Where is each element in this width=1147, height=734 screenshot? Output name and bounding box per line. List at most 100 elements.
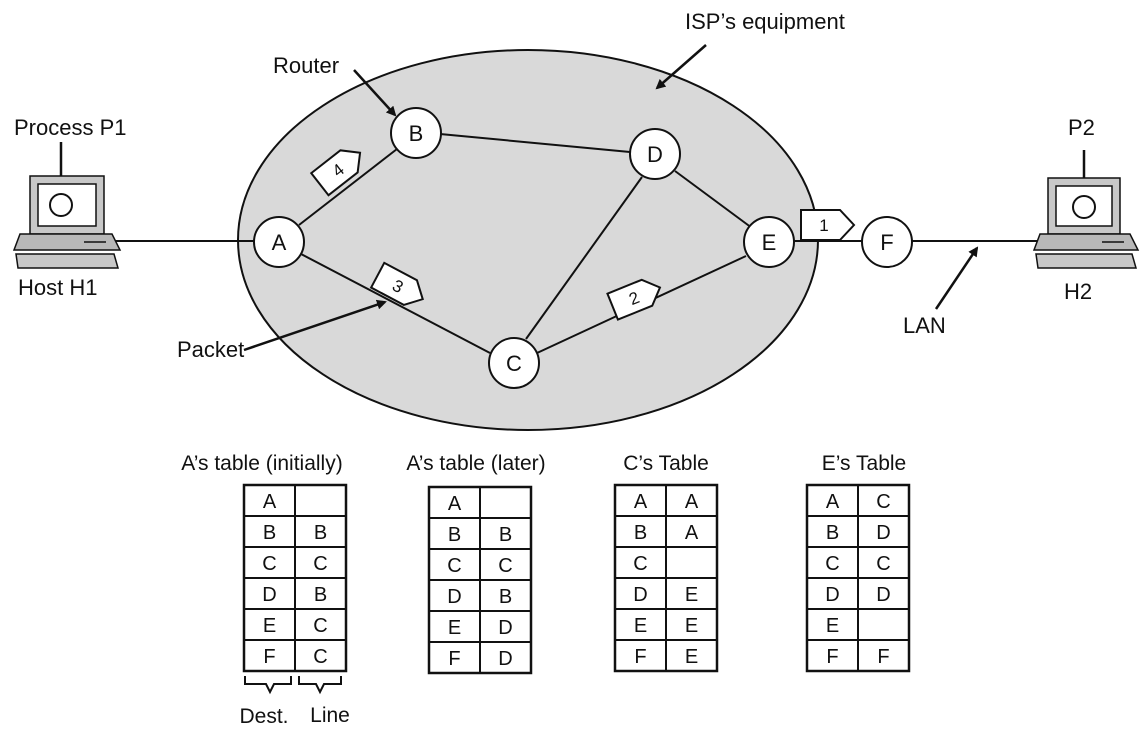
link-b-d bbox=[439, 133, 631, 153]
table-cell-line: F bbox=[877, 646, 889, 668]
table-title: E’s Table bbox=[822, 452, 906, 475]
table-cell-dest: E bbox=[263, 615, 276, 637]
packet-3: 3 bbox=[369, 261, 424, 307]
table-cell-dest: D bbox=[825, 584, 839, 606]
table-cell-dest: C bbox=[633, 553, 647, 575]
table-cell-dest: E bbox=[634, 615, 647, 637]
dest-brace bbox=[244, 676, 292, 695]
host-h1-label: Host H1 bbox=[18, 275, 97, 300]
packet-2: 2 bbox=[606, 278, 662, 321]
table-cell-line: C bbox=[876, 553, 890, 575]
router-a: A bbox=[253, 216, 305, 268]
table-cell-dest: C bbox=[825, 553, 839, 575]
link-d-e bbox=[674, 170, 753, 229]
router-e-label: E bbox=[762, 230, 777, 255]
router-f-label: F bbox=[880, 230, 893, 255]
link-a-b bbox=[298, 148, 398, 226]
packet-4: 4 bbox=[309, 149, 362, 197]
host-h1-computer-icon bbox=[12, 175, 122, 269]
table-cell-line: C bbox=[876, 491, 890, 513]
table-a-initial: A’s table (initially) A B B C C D B E C … bbox=[181, 452, 350, 728]
table-cell-dest: F bbox=[826, 646, 838, 668]
router-d-label: D bbox=[647, 142, 663, 167]
h2-label: H2 bbox=[1064, 279, 1092, 304]
table-cell-line: C bbox=[313, 646, 327, 668]
table-grid bbox=[242, 483, 348, 673]
table-cell-dest: E bbox=[826, 615, 839, 637]
router-b-label: B bbox=[409, 121, 424, 146]
line-label: Line bbox=[310, 704, 350, 727]
table-cell-dest: B bbox=[634, 522, 647, 544]
packet-arrow bbox=[243, 299, 387, 352]
table-cell-dest: A bbox=[448, 493, 462, 515]
p2-label: P2 bbox=[1068, 115, 1095, 140]
table-a-later: A’s table (later) A B B C C D B E D F D bbox=[406, 452, 546, 675]
router-c: C bbox=[488, 337, 540, 389]
table-cell-dest: F bbox=[263, 646, 275, 668]
table-cell-line: D bbox=[498, 648, 512, 670]
table-cell-dest: E bbox=[448, 617, 461, 639]
link-d-c bbox=[525, 176, 643, 340]
table-cell-dest: A bbox=[634, 491, 648, 513]
annotation-arrows bbox=[56, 44, 1089, 352]
table-cell-dest: D bbox=[262, 584, 276, 606]
table-e: E’s Table A C B D C C D D E F F bbox=[805, 452, 911, 673]
router-arrow bbox=[353, 69, 397, 117]
table-cell-dest: A bbox=[263, 491, 277, 513]
table-cell-line: E bbox=[685, 646, 698, 668]
table-cell-line: D bbox=[876, 584, 890, 606]
table-cell-line: C bbox=[313, 615, 327, 637]
table-cell-line: C bbox=[498, 555, 512, 577]
table-cell-line: B bbox=[499, 586, 512, 608]
router-c-label: C bbox=[506, 351, 522, 376]
table-cell-line: B bbox=[499, 524, 512, 546]
table-grid bbox=[805, 483, 911, 673]
line-brace bbox=[298, 676, 342, 695]
table-cell-dest: F bbox=[634, 646, 646, 668]
link-a-c bbox=[300, 253, 491, 354]
table-cell-dest: B bbox=[263, 522, 276, 544]
table-cell-dest: C bbox=[262, 553, 276, 575]
table-cell-dest: C bbox=[447, 555, 461, 577]
table-cell-line: E bbox=[685, 615, 698, 637]
host-h2-computer-icon bbox=[1032, 177, 1140, 269]
isp-label: ISP’s equipment bbox=[685, 9, 845, 34]
table-cell-line: C bbox=[313, 553, 327, 575]
table-cell-dest: D bbox=[447, 586, 461, 608]
table-cell-dest: B bbox=[448, 524, 461, 546]
table-title: A’s table (later) bbox=[406, 452, 545, 475]
dest-label: Dest. bbox=[239, 705, 288, 728]
router-a-label: A bbox=[272, 230, 287, 255]
table-cell-dest: B bbox=[826, 522, 839, 544]
router-f: F bbox=[861, 216, 913, 268]
table-c: C’s Table A A B A C D E E E F E bbox=[613, 452, 719, 673]
table-cell-line: A bbox=[685, 491, 699, 513]
table-cell-dest: A bbox=[826, 491, 840, 513]
lan-label: LAN bbox=[903, 313, 946, 338]
table-cell-dest: D bbox=[633, 584, 647, 606]
packet-1-label: 1 bbox=[819, 216, 828, 235]
table-cell-line: B bbox=[314, 584, 327, 606]
table-cell-line: D bbox=[876, 522, 890, 544]
packet-1: 1 bbox=[800, 209, 856, 241]
table-cell-line: E bbox=[685, 584, 698, 606]
table-cell-line: D bbox=[498, 617, 512, 639]
table-cell-line: B bbox=[314, 522, 327, 544]
process-p1-label: Process P1 bbox=[14, 115, 127, 140]
packet-label: Packet bbox=[177, 337, 244, 362]
table-cell-line: A bbox=[685, 522, 699, 544]
table-title: C’s Table bbox=[623, 452, 709, 475]
table-title: A’s table (initially) bbox=[181, 452, 342, 475]
process-p2-icon bbox=[1072, 195, 1096, 219]
router-label: Router bbox=[273, 53, 339, 78]
table-grid bbox=[427, 485, 533, 675]
router-e: E bbox=[743, 216, 795, 268]
process-p1-icon bbox=[49, 193, 73, 217]
isp-arrow bbox=[655, 44, 707, 90]
router-b: B bbox=[390, 107, 442, 159]
lan-arrow bbox=[934, 246, 979, 310]
router-d: D bbox=[629, 128, 681, 180]
table-grid bbox=[613, 483, 719, 673]
table-cell-dest: F bbox=[448, 648, 460, 670]
